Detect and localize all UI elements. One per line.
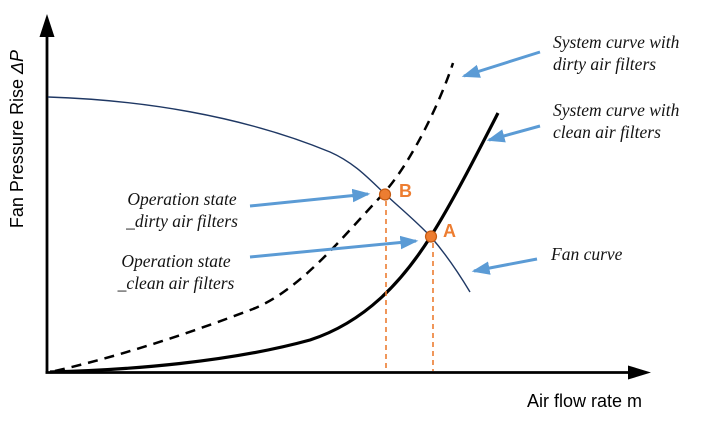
label-fan-curve: Fan curve (551, 244, 623, 264)
point-a-marker (424, 230, 438, 243)
arrow-fan-curve (471, 257, 538, 275)
x-axis-arrowhead-icon (628, 365, 651, 380)
label-system-curve-clean-line2: clean air filters (553, 122, 661, 143)
label-system-curve-dirty-line2: dirty air filters (553, 54, 657, 75)
arrow-system-clean (486, 124, 541, 143)
label-operation-clean-line1: Operation state (121, 251, 231, 271)
arrow-op-dirty (249, 188, 371, 208)
point-b-marker (378, 188, 392, 201)
system-curve-dirty (54, 62, 455, 373)
y-axis-arrowhead-icon (39, 14, 55, 37)
label-operation-dirty: Operation state _dirty air filters (112, 188, 252, 232)
point-b-label: B (399, 181, 412, 201)
label-system-curve-clean: System curve with clean air filters (553, 99, 679, 143)
label-operation-dirty-line1: Operation state (127, 189, 237, 209)
label-system-curve-dirty-line1: System curve with (553, 32, 680, 52)
point-a-label: A (443, 221, 456, 241)
y-axis-title-symbol: ΔP (7, 49, 27, 75)
x-axis-title: Air flow rate m (527, 391, 643, 411)
fan-curve-line (47, 96, 471, 293)
y-axis-title-text: Fan Pressure Rise (7, 79, 27, 229)
label-operation-clean-line2: _clean air filters (117, 273, 235, 294)
label-system-curve-dirty: System curve with dirty air filters (553, 31, 679, 75)
y-axis-title: Fan Pressure Rise ΔP (7, 9, 33, 269)
label-system-curve-clean-line1: System curve with (553, 100, 680, 120)
arrow-op-clean (249, 235, 419, 259)
label-operation-dirty-line2: _dirty air filters (126, 211, 238, 232)
system-curve-clean (49, 112, 500, 374)
arrow-system-dirty (461, 50, 541, 78)
label-operation-clean: Operation state _clean air filters (106, 250, 246, 294)
